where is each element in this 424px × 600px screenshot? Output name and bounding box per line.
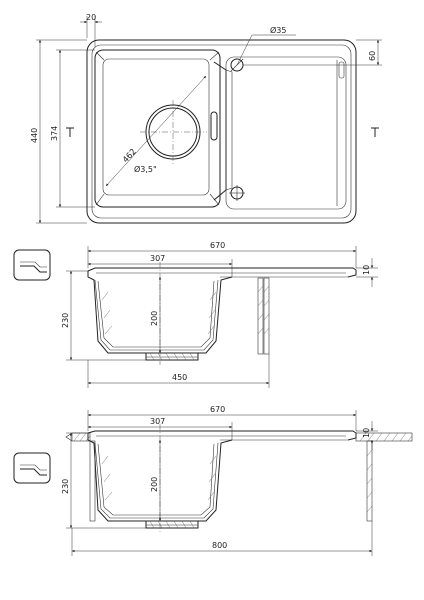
rim-profile-icon [13,249,51,281]
cabinet-wall-right-a [257,277,264,355]
bowl-outer [94,49,221,208]
bowl-inner [102,58,210,196]
dim-rim-height: 10 [362,265,371,275]
dim-cabinet-width: 450 [172,373,187,382]
cabinet-wall-left [89,440,96,522]
install-view: 670 307 10 230 200 800 [13,405,413,556]
dim-cabinet-width-2: 800 [212,541,227,550]
dim-hole-offset: 60 [368,51,377,61]
dim-bowl-width-2: 307 [150,417,165,426]
rim-profile-icon-2 [13,452,51,484]
dim-diagonal: 462 [121,147,138,164]
dim-total-height-2: 230 [61,479,70,494]
dim-bowl-width: 307 [150,254,165,263]
overflow-slot [210,111,218,141]
dim-waste-outlet: Ø3,5" [134,164,157,174]
side-view: 670 307 10 230 200 450 [13,241,378,388]
dim-bowl-height-2: 200 [150,477,159,492]
waste-trap-2 [145,520,199,529]
dim-wall: 20 [86,13,96,22]
dim-total-height: 230 [61,313,70,328]
bowl-profile [87,271,233,354]
sink-inner-rim [91,44,352,219]
dim-bowl-height: 200 [150,311,159,326]
dim-overall-width: 670 [210,241,225,250]
drainboard [225,56,347,210]
cabinet-wall-right-b [263,277,270,355]
waste-trap [145,352,199,361]
dim-overall-width-2: 670 [210,405,225,414]
dim-drain-hole: Ø35 [270,25,286,35]
drainboard-slot [338,61,345,79]
dim-overall-depth: 440 [30,128,39,143]
dim-rim-height-2: 10 [362,428,371,438]
top-view: 462 Ø3,5" 20 Ø35 60 440 374 [30,13,382,224]
dim-bowl-depth: 374 [50,126,59,141]
sink-outline [86,39,357,224]
cabinet-wall-right [366,440,373,522]
